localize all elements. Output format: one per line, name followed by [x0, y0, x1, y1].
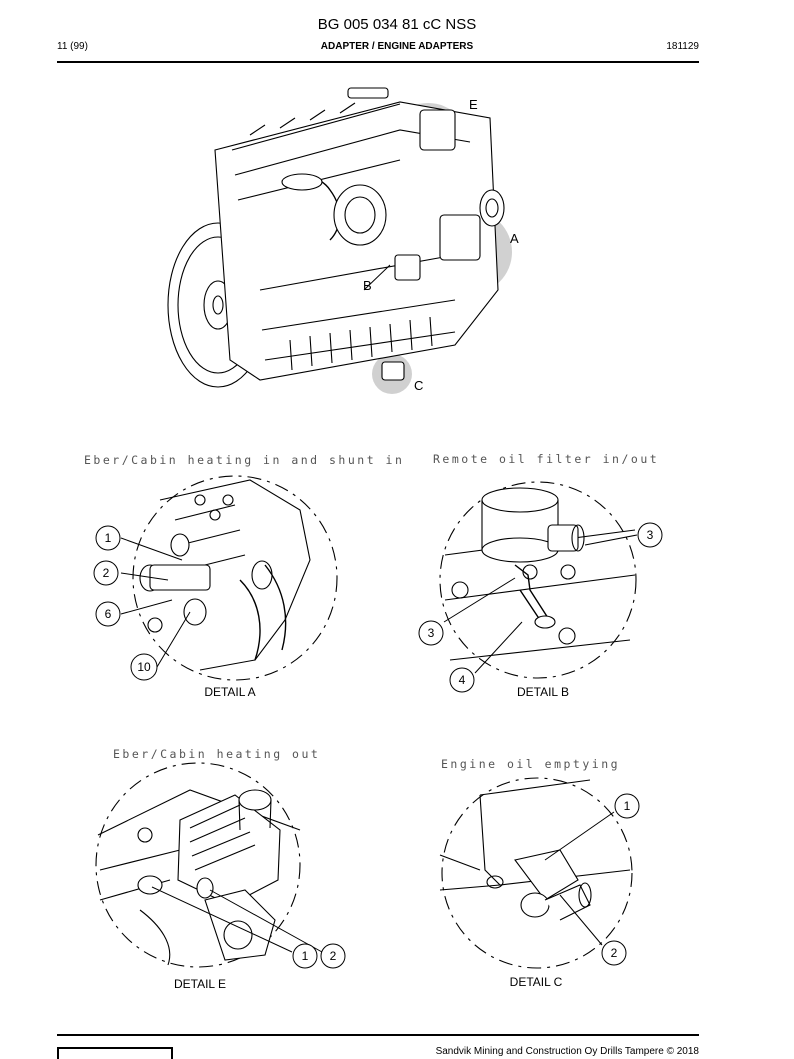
detail-c-title: Engine oil emptying	[441, 757, 621, 771]
engine-overview-illustration	[167, 87, 512, 394]
header-divider	[57, 61, 699, 63]
detail-a-title: Eber/Cabin heating in and shunt in	[84, 453, 405, 467]
detail-b-callouts: 3 3 4	[418, 522, 663, 693]
company-logo	[57, 1047, 173, 1059]
section-title: ADAPTER / ENGINE ADAPTERS	[320, 41, 474, 52]
svg-text:3: 3	[647, 528, 654, 542]
svg-text:2: 2	[611, 946, 618, 960]
detail-c-caption: DETAIL C	[509, 975, 563, 989]
detail-c-illustration	[439, 777, 633, 969]
zone-label-c: C	[414, 378, 423, 393]
document-date: 181129	[666, 41, 699, 52]
detail-e-callouts: 1 2	[151, 886, 346, 969]
detail-b-illustration	[439, 481, 637, 679]
callout-b-4: 4	[449, 667, 475, 693]
page-number: 11 (99)	[57, 41, 88, 52]
callout-b-3-right: 3	[637, 522, 663, 548]
svg-text:4: 4	[459, 673, 466, 687]
callout-e-2: 2	[320, 943, 346, 969]
svg-text:1: 1	[302, 949, 309, 963]
svg-text:10: 10	[137, 660, 151, 674]
zone-label-e: E	[469, 97, 478, 112]
svg-text:6: 6	[105, 607, 112, 621]
callout-c-2: 2	[601, 940, 627, 966]
callout-a-2: 2	[93, 560, 119, 586]
detail-a-callouts: 1 2 6 10	[93, 525, 191, 681]
detail-e-caption: DETAIL E	[173, 977, 226, 991]
callout-e-1: 1	[292, 943, 318, 969]
detail-b-title: Remote oil filter in/out	[433, 452, 660, 466]
callout-a-1: 1	[95, 525, 121, 551]
detail-a-caption: DETAIL A	[204, 685, 256, 699]
svg-text:2: 2	[330, 949, 337, 963]
detail-c-callouts: 1 2	[544, 793, 640, 966]
detail-b-caption: DETAIL B	[516, 685, 569, 699]
detail-e-title: Eber/Cabin heating out	[113, 747, 321, 761]
footer-copyright: Sandvik Mining and Construction Oy Drill…	[435, 1046, 699, 1057]
callout-c-1: 1	[614, 793, 640, 819]
svg-text:1: 1	[624, 799, 631, 813]
svg-text:1: 1	[105, 531, 112, 545]
detail-a-illustration	[132, 475, 338, 681]
document-title: BG 005 034 81 cC NSS	[317, 16, 477, 33]
callout-a-10: 10	[130, 653, 158, 681]
zone-label-b: B	[363, 278, 372, 293]
zone-label-a: A	[510, 231, 519, 246]
svg-text:3: 3	[428, 626, 435, 640]
callout-a-6: 6	[95, 601, 121, 627]
footer-divider	[57, 1034, 699, 1036]
callout-b-3-left: 3	[418, 620, 444, 646]
svg-text:2: 2	[103, 566, 110, 580]
detail-e-illustration	[95, 762, 301, 968]
